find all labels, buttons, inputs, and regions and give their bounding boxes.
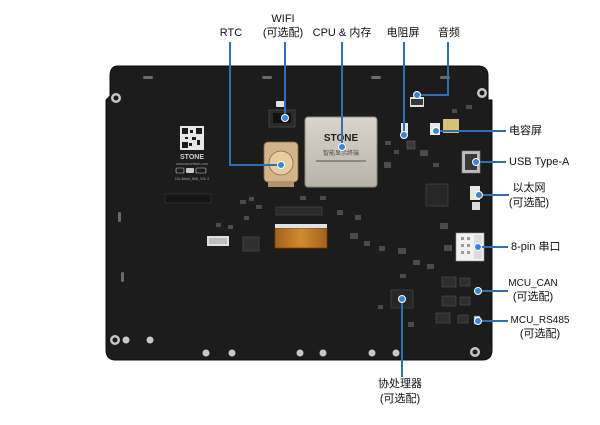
marker-serial bbox=[474, 243, 482, 251]
model-text: 10L 4inch_HMI_V0L 2 bbox=[175, 177, 209, 181]
label-serial: 8-pin 串口 bbox=[511, 241, 561, 253]
marker-eth bbox=[475, 191, 483, 199]
leader-eth bbox=[479, 194, 509, 196]
label-eth: 以太网 bbox=[512, 182, 546, 194]
label-rs485-opt: (可选配) bbox=[519, 328, 561, 340]
leader-rtc-h bbox=[229, 164, 281, 166]
label-coproc: 协处理器 bbox=[378, 378, 422, 390]
leader-rtc-v bbox=[229, 42, 231, 166]
header-strip bbox=[275, 206, 323, 216]
brand-logo: STONE bbox=[180, 154, 204, 161]
marker-audio bbox=[413, 91, 421, 99]
leader-rs485 bbox=[478, 320, 508, 322]
mounting-holes bbox=[110, 88, 487, 357]
ffc-connector bbox=[274, 224, 328, 249]
label-rs485: MCU_RS485 bbox=[510, 315, 570, 326]
marker-capac bbox=[432, 127, 440, 135]
label-usb: USB Type-A bbox=[509, 156, 570, 168]
leader-audio-v bbox=[447, 42, 449, 96]
label-capac: 电容屏 bbox=[509, 125, 542, 137]
label-coproc-opt: (可选配) bbox=[379, 393, 421, 405]
marker-coproc bbox=[398, 295, 406, 303]
leader-capac bbox=[436, 130, 506, 132]
brand-url: www.stoneitech.com bbox=[176, 162, 208, 166]
marker-rtc bbox=[277, 161, 285, 169]
marker-rs485 bbox=[474, 317, 482, 325]
label-blank bbox=[164, 193, 212, 204]
label-rtc: RTC bbox=[219, 27, 243, 39]
marker-cpu bbox=[338, 143, 346, 151]
leader-coproc bbox=[401, 299, 403, 377]
leader-resist bbox=[403, 42, 405, 134]
label-can-opt: (可选配) bbox=[512, 291, 554, 303]
label-eth-opt: (可选配) bbox=[508, 197, 550, 209]
chip-subtitle: 智能显示终端 bbox=[323, 149, 359, 157]
connector-left bbox=[207, 236, 260, 252]
top-pads bbox=[118, 76, 450, 282]
leader-usb bbox=[476, 161, 506, 163]
leader-audio-h bbox=[417, 94, 449, 96]
cert-marks bbox=[175, 167, 207, 174]
leader-wifi bbox=[284, 42, 286, 114]
leader-serial bbox=[478, 246, 508, 248]
label-can: MCU_CAN bbox=[508, 278, 558, 289]
label-audio: 音频 bbox=[438, 27, 460, 39]
marker-can bbox=[474, 287, 482, 295]
marker-usb bbox=[472, 158, 480, 166]
leader-can bbox=[478, 290, 508, 292]
label-resist: 电阻屏 bbox=[386, 27, 420, 39]
leader-cpu bbox=[341, 42, 343, 145]
marker-resist bbox=[400, 131, 408, 139]
smd-components bbox=[216, 105, 472, 327]
qr-code bbox=[180, 126, 204, 150]
label-wifi: WIFI bbox=[271, 13, 295, 25]
label-wifi-opt: (可选配) bbox=[262, 27, 304, 39]
marker-wifi bbox=[281, 114, 289, 122]
label-cpu: CPU & 内存 bbox=[312, 27, 372, 39]
